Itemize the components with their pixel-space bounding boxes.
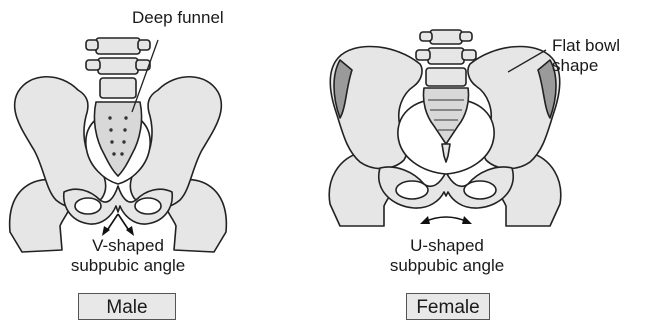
female-angle-label-line1: U-shaped	[372, 236, 522, 256]
female-lumbar-vertebrae	[416, 30, 476, 86]
female-sex-label: Female	[406, 293, 490, 320]
female-u-angle-arc	[424, 217, 468, 222]
male-angle-label-line2: subpubic angle	[58, 256, 198, 276]
female-callout-label-line1: Flat bowl	[552, 36, 620, 56]
female-pelvis	[329, 30, 561, 226]
male-right-obturator-foramen	[135, 198, 161, 214]
female-angle-label-line2: subpubic angle	[372, 256, 522, 276]
male-pelvis	[10, 38, 227, 252]
male-callout-label: Deep funnel	[132, 8, 224, 28]
male-angle-label-line1: V-shaped	[58, 236, 198, 256]
male-sex-label: Male	[78, 293, 176, 320]
female-callout-label-line2: shape	[552, 56, 598, 76]
female-right-obturator-foramen	[464, 181, 496, 199]
male-left-obturator-foramen	[75, 198, 101, 214]
female-left-obturator-foramen	[396, 181, 428, 199]
